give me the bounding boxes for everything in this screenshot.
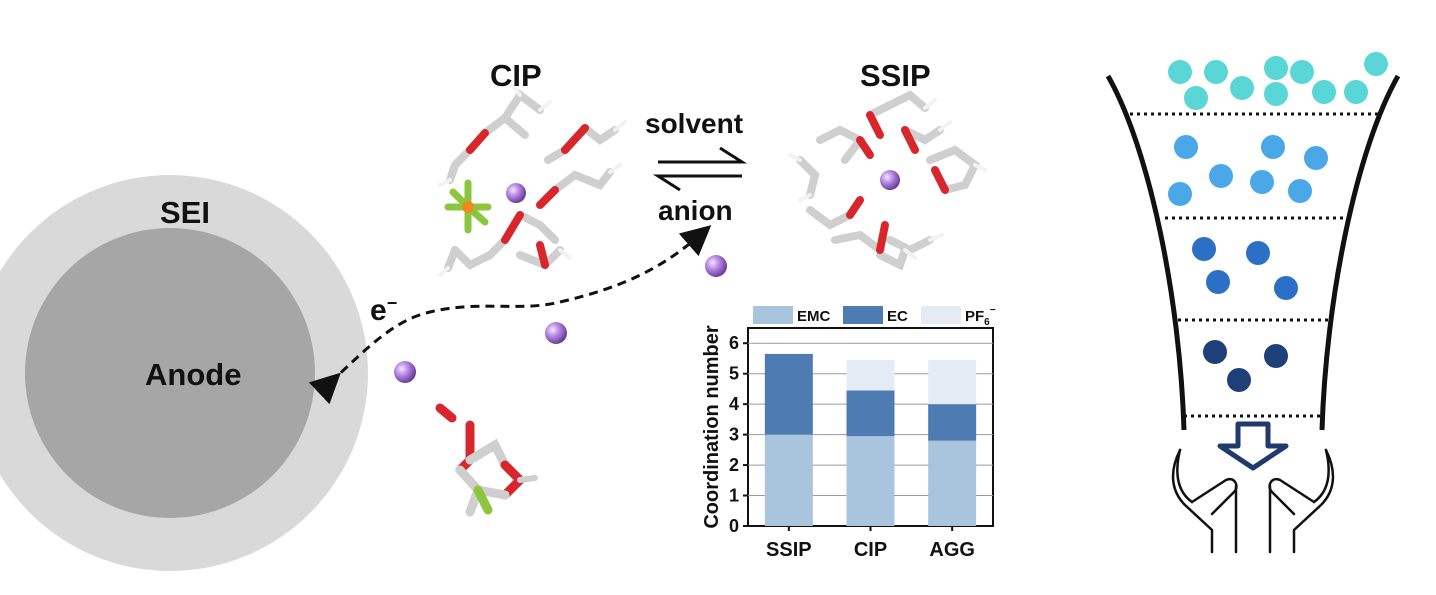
y-tick-label: 0 xyxy=(729,516,739,536)
li-ion xyxy=(545,322,567,344)
funnel-particle xyxy=(1288,179,1312,203)
y-tick-label: 2 xyxy=(729,455,739,475)
funnel-particle xyxy=(1250,170,1274,194)
solvent-label: solvent xyxy=(645,108,744,139)
funnel-particle xyxy=(1261,135,1285,159)
electron-symbol: e xyxy=(370,294,387,327)
legend-label: EC xyxy=(887,308,908,325)
y-tick-label: 3 xyxy=(729,425,739,445)
electron-transfer-arrow xyxy=(308,225,712,405)
funnel-particle xyxy=(1184,86,1208,110)
x-tick-label: SSIP xyxy=(766,539,812,561)
fec-molecule xyxy=(435,403,538,517)
chart-x-ticks: SSIP CIP AGG xyxy=(766,526,975,561)
funnel-right-wall xyxy=(1319,74,1401,431)
funnel-particle xyxy=(1227,368,1251,392)
anion-label: anion xyxy=(658,195,733,226)
electron-label: e− xyxy=(370,293,397,328)
x-tick-label: CIP xyxy=(854,539,887,561)
funnel-particle xyxy=(1168,60,1192,84)
anode-label: Anode xyxy=(145,357,242,392)
funnel-particle xyxy=(1206,270,1230,294)
coordination-number-chart: 0 1 2 3 4 5 6 SSIP CIP AGG Coordination number E… xyxy=(701,305,996,561)
equilibrium-arrows xyxy=(652,146,748,192)
funnel-particle xyxy=(1204,60,1228,84)
legend-label: PF6− xyxy=(965,305,996,328)
chart-y-ticks: 0 1 2 3 4 5 6 xyxy=(729,333,748,536)
hands-icon xyxy=(1171,448,1335,554)
funnel-particle xyxy=(1192,237,1216,261)
bar-segment-ec xyxy=(764,353,813,435)
funnel-particles xyxy=(1168,52,1388,392)
cip-label: CIP xyxy=(490,58,542,93)
bar-segment-ec xyxy=(846,390,895,437)
funnel-particle xyxy=(1174,135,1198,159)
bar-segment-emc xyxy=(928,440,977,526)
funnel-particle xyxy=(1364,52,1388,76)
funnel-particle xyxy=(1344,80,1368,104)
bar-segment-pf6 xyxy=(928,359,977,405)
legend-label: EMC xyxy=(797,308,831,325)
funnel-particle xyxy=(1274,276,1298,300)
funnel-particle xyxy=(1312,80,1336,104)
bar-segment-emc xyxy=(846,436,895,526)
funnel-particle xyxy=(1203,340,1227,364)
y-tick-label: 4 xyxy=(729,394,739,414)
electron-charge: − xyxy=(386,293,398,313)
legend-swatch xyxy=(843,306,883,324)
chart-legend: EMC EC PF6− xyxy=(753,305,996,328)
anode-core xyxy=(25,228,315,518)
y-tick-label: 5 xyxy=(729,364,739,384)
cip-solvation-structure xyxy=(438,83,627,277)
funnel-particle xyxy=(1168,182,1192,206)
legend-swatch xyxy=(753,306,793,324)
funnel-particle xyxy=(1264,82,1288,106)
legend-swatch xyxy=(921,306,961,324)
bar-segment-ec xyxy=(928,404,977,441)
funnel-left-wall xyxy=(1105,74,1187,431)
x-tick-label: AGG xyxy=(929,539,975,561)
funnel-particle xyxy=(1264,344,1288,368)
funnel-graphic xyxy=(1105,52,1401,554)
funnel-particle xyxy=(1209,164,1233,188)
ssip-solvation-structure xyxy=(788,90,987,271)
li-ion xyxy=(705,255,727,277)
bar-segment-pf6 xyxy=(846,359,895,391)
bar-segment-emc xyxy=(764,434,813,526)
chart-y-axis-label: Coordination number xyxy=(701,325,723,529)
funnel-particle xyxy=(1290,60,1314,84)
funnel-particle xyxy=(1246,241,1270,265)
sei-label: SEI xyxy=(160,195,210,230)
li-ion xyxy=(394,361,416,383)
funnel-particle xyxy=(1230,76,1254,100)
ssip-label: SSIP xyxy=(860,58,931,93)
down-arrow-icon xyxy=(1217,421,1289,471)
y-tick-label: 6 xyxy=(729,333,739,353)
funnel-particle xyxy=(1304,146,1328,170)
chart-bars xyxy=(764,353,977,526)
y-tick-label: 1 xyxy=(729,486,739,506)
funnel-particle xyxy=(1264,56,1288,80)
